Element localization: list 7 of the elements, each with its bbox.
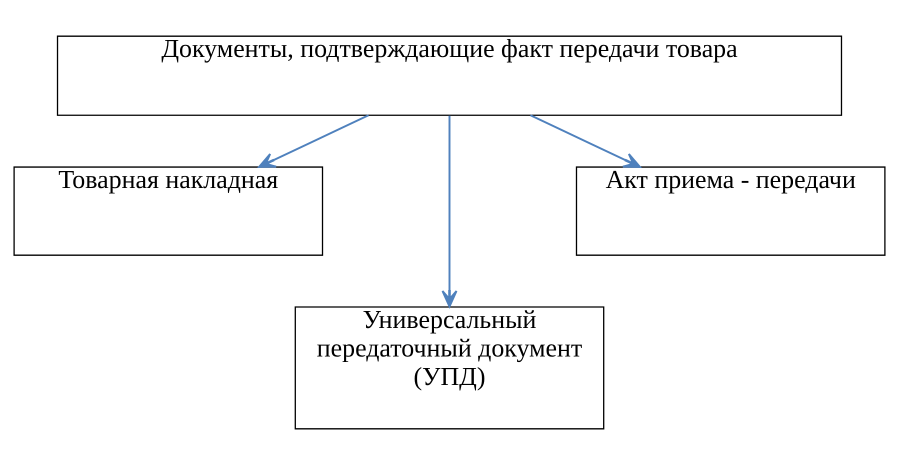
arrow	[442, 115, 458, 307]
node-box: Документы, подтверждающие факт передачи товара	[56, 35, 842, 116]
node-box: Акт приема - передачи	[576, 166, 886, 256]
arrow	[530, 114, 641, 168]
node-box: Товарная накладная	[13, 166, 324, 256]
node-box: Универсальный передаточный документ (УПД)	[294, 306, 604, 429]
arrow	[258, 114, 369, 168]
